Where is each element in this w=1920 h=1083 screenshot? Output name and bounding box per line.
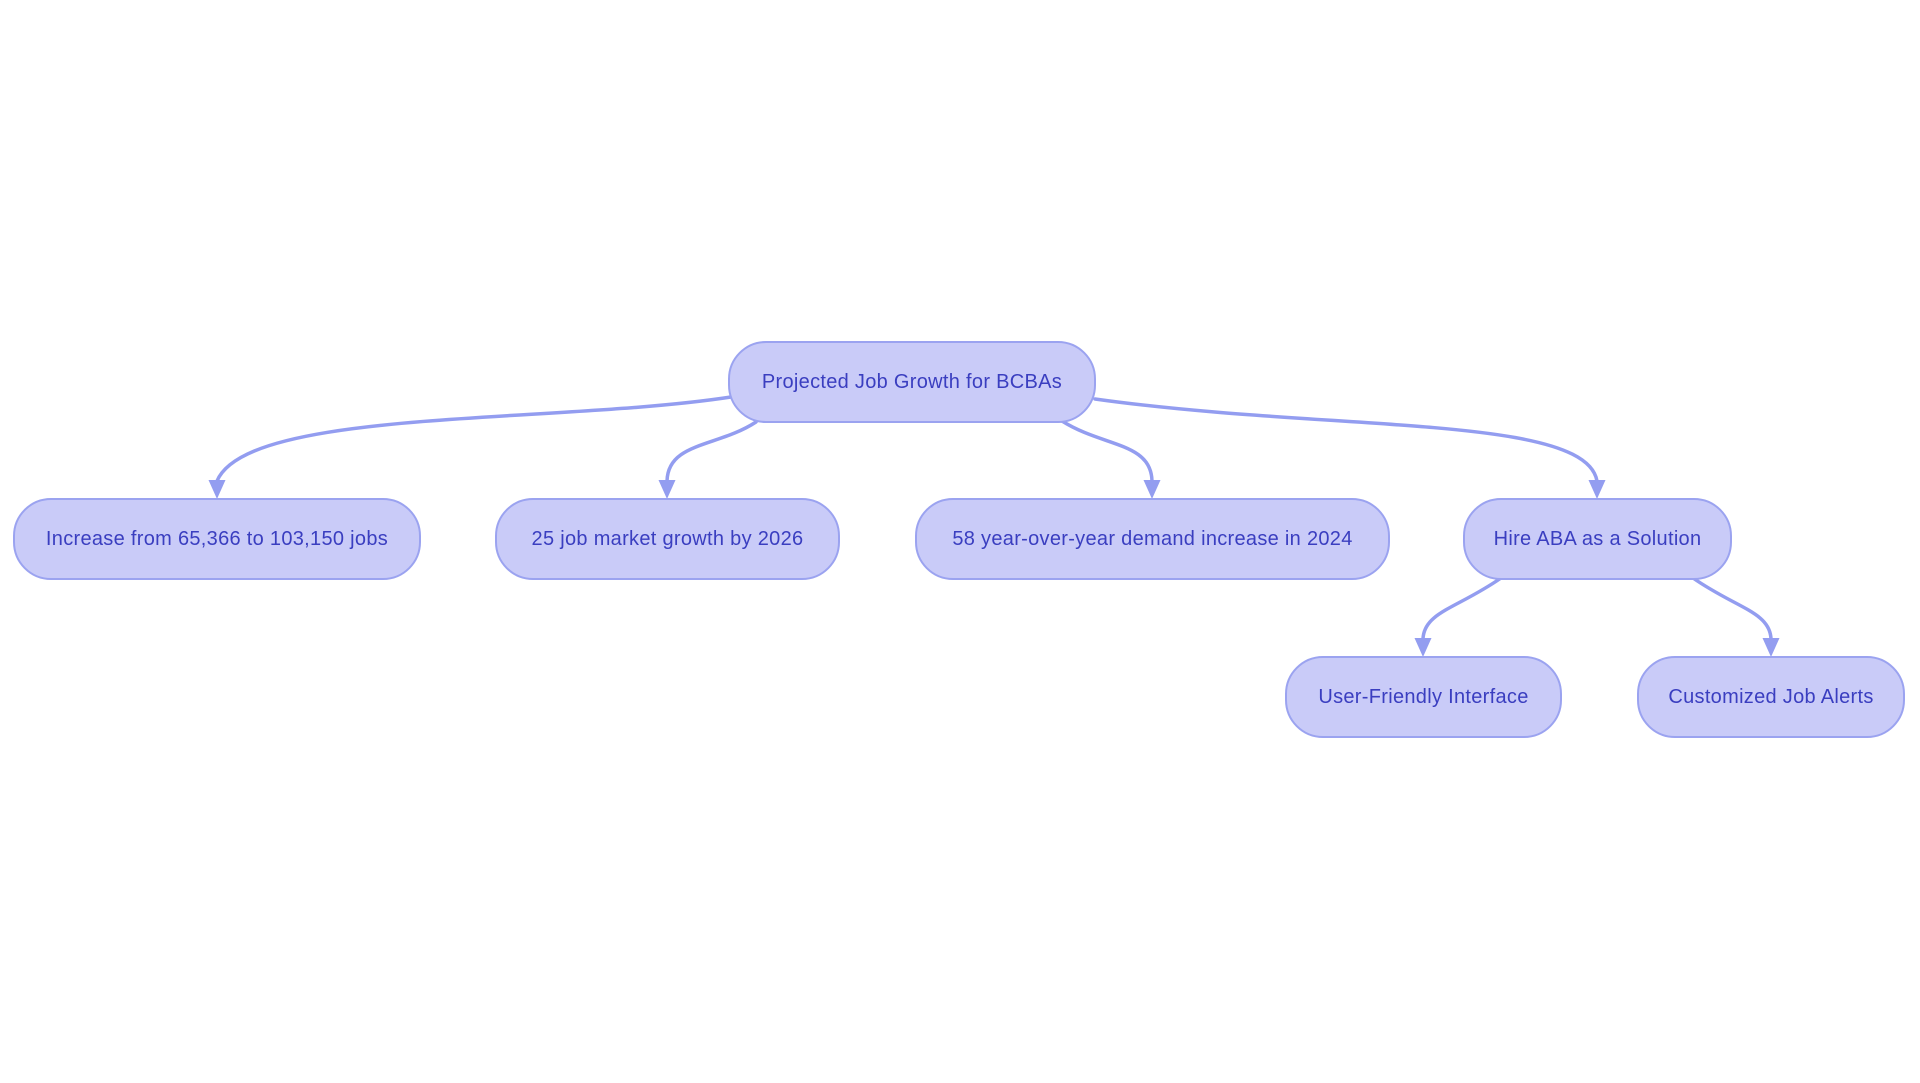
arrowhead-customized-job-alerts xyxy=(1762,638,1780,657)
node-demand-2024: 58 year-over-year demand increase in 202… xyxy=(915,498,1390,580)
node-growth-2026: 25 job market growth by 2026 xyxy=(495,498,840,580)
arrowhead-demand-2024 xyxy=(1143,480,1161,499)
node-root: Projected Job Growth for BCBAs xyxy=(728,341,1096,423)
edge-root-to-growth-2026 xyxy=(665,420,758,483)
arrowhead-hire-aba xyxy=(1588,480,1606,499)
node-increase-jobs-label: Increase from 65,366 to 103,150 jobs xyxy=(45,527,389,550)
node-user-friendly-interface: User-Friendly Interface xyxy=(1285,656,1562,738)
node-customized-job-alerts: Customized Job Alerts xyxy=(1637,656,1905,738)
edge-root-to-hire-aba xyxy=(1093,397,1599,483)
arrowhead-growth-2026 xyxy=(658,480,676,499)
edge-hire-aba-to-customized-job-alerts xyxy=(1691,576,1773,641)
node-root-label: Projected Job Growth for BCBAs xyxy=(761,370,1063,393)
arrowhead-user-friendly-interface xyxy=(1414,638,1432,657)
edge-root-to-demand-2024 xyxy=(1060,419,1154,483)
node-user-friendly-interface-label: User-Friendly Interface xyxy=(1318,685,1529,708)
node-hire-aba-label: Hire ABA as a Solution xyxy=(1493,527,1702,550)
node-increase-jobs: Increase from 65,366 to 103,150 jobs xyxy=(13,498,421,580)
node-customized-job-alerts-label: Customized Job Alerts xyxy=(1668,685,1874,708)
arrowhead-increase-jobs xyxy=(208,480,226,499)
node-hire-aba: Hire ABA as a Solution xyxy=(1463,498,1732,580)
node-growth-2026-label: 25 job market growth by 2026 xyxy=(531,527,804,550)
node-demand-2024-label: 58 year-over-year demand increase in 202… xyxy=(952,527,1353,550)
edge-root-to-increase-jobs xyxy=(215,395,733,483)
edge-hire-aba-to-user-friendly-interface xyxy=(1421,576,1503,641)
